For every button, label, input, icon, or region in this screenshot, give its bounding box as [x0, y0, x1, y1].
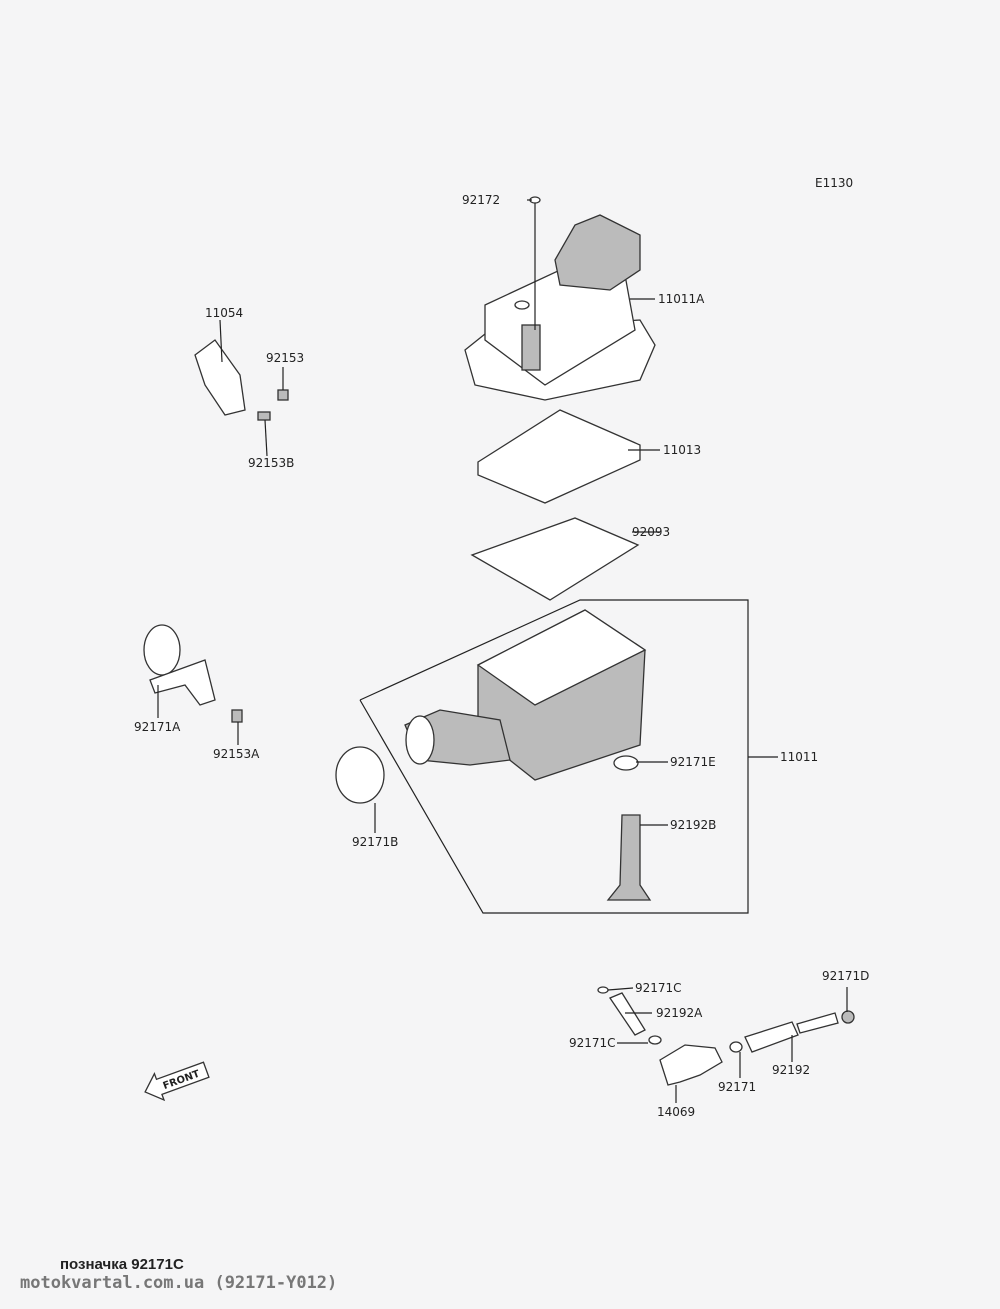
bolt-92153 [277, 389, 289, 401]
label-92172: 92172 [462, 193, 500, 207]
leader-lines [157, 199, 848, 1103]
screw-92172 [529, 196, 541, 212]
label-92171C-top: 92171C [635, 981, 682, 995]
bolt-92153B [257, 411, 271, 421]
bracket-11054 [194, 339, 246, 416]
label-92093: 92093 [632, 525, 670, 539]
label-11011A: 11011A [658, 292, 705, 306]
air-cleaner-cover [464, 214, 656, 401]
label-92171B: 92171B [352, 835, 398, 849]
label-14069: 14069 [657, 1105, 695, 1119]
label-92192: 92192 [772, 1063, 810, 1077]
label-92153A: 92153A [213, 747, 260, 761]
gasket [470, 517, 640, 601]
label-92171A: 92171A [134, 720, 181, 734]
label-92192A: 92192A [656, 1006, 703, 1020]
drain-tube [606, 814, 652, 901]
air-filter-element [477, 409, 641, 504]
label-92171: 92171 [718, 1080, 756, 1094]
diagram-code: E1130 [815, 176, 853, 190]
clamp-92171E [613, 755, 639, 771]
label-92171E: 92171E [670, 755, 716, 769]
label-92171D: 92171D [822, 969, 869, 983]
front-arrow-icon: FRONT [144, 1061, 210, 1102]
label-11013: 11013 [663, 443, 701, 457]
label-92153B: 92153B [248, 456, 294, 470]
label-92153: 92153 [266, 351, 304, 365]
watermark: motokvartal.com.ua (92171-Y012) [20, 1273, 338, 1293]
breather-assembly [597, 986, 855, 1086]
clamp-bracket-92171A [143, 624, 216, 706]
label-92171C-bottom: 92171C [569, 1036, 616, 1050]
clamp-92171B [335, 746, 385, 804]
label-11011: 11011 [780, 750, 818, 764]
label-11054: 11054 [205, 306, 243, 320]
air-cleaner-housing [404, 609, 647, 781]
caption: позначка 92171C [60, 1256, 184, 1273]
label-92192B: 92192B [670, 818, 716, 832]
bolt-92153A [231, 709, 243, 723]
